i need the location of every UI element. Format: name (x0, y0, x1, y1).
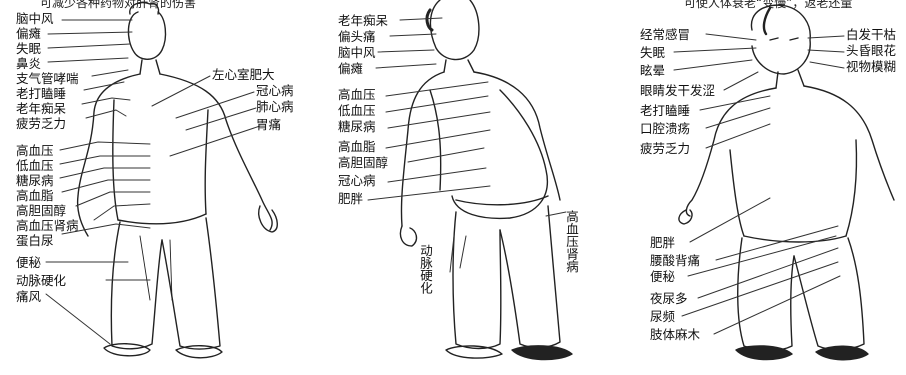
label-mid-arteriosclerosis: 动脉硬化 (418, 244, 433, 294)
label-insomnia: 失眠 (16, 41, 42, 56)
label-hyperlipidemia: 高血脂 (16, 188, 54, 203)
label-mid-stroke: 脑中风 (338, 45, 376, 60)
label-mid-hemiplegia: 偏瘫 (338, 61, 364, 76)
label-drowsy: 老打瞌睡 (16, 86, 67, 101)
label-limb-numbness: 肢体麻木 (650, 327, 701, 342)
label-mid-hypotension: 低血压 (338, 103, 376, 118)
label-right-constipation: 便秘 (650, 269, 676, 284)
label-hypotension: 低血压 (16, 158, 54, 173)
label-mid-cholesterol: 高胆固醇 (338, 155, 389, 170)
label-dry-eyes: 眼睛发干发涩 (640, 83, 716, 98)
label-backache: 腰酸背痛 (650, 253, 701, 268)
label-arteriosclerosis: 动脉硬化 (16, 273, 67, 288)
label-frequent-urination: 尿频 (650, 309, 676, 324)
label-dim-eyes: 头昏眼花 (846, 43, 897, 58)
label-gout: 痛风 (16, 289, 42, 304)
label-lvh: 左心室肥大 (212, 67, 275, 82)
label-stroke: 脑中风 (16, 11, 54, 26)
label-mid-obesity: 肥胖 (338, 191, 364, 206)
label-mid-hyperlipidemia: 高血脂 (338, 139, 376, 154)
label-dizziness: 眩晕 (640, 63, 666, 78)
label-cholesterol: 高胆固醇 (16, 203, 67, 218)
label-hypertension: 高血压 (16, 143, 54, 158)
label-diabetes: 糖尿病 (16, 173, 54, 188)
label-cor-pulmonale: 肺心病 (256, 99, 294, 114)
label-hypertensive-nephro: 高血压肾病 (16, 218, 79, 233)
label-hemiplegia: 偏瘫 (16, 26, 42, 41)
label-dry-white-hair: 白发干枯 (846, 27, 897, 42)
label-constipation: 便秘 (16, 255, 42, 270)
left-figure (76, 1, 278, 359)
label-fatigue: 疲劳乏力 (16, 116, 67, 131)
middle-leaders (367, 17, 567, 273)
label-mid-dementia: 老年痴呆 (338, 13, 389, 28)
label-nocturia: 夜尿多 (650, 291, 688, 306)
label-asthma: 支气管哮喘 (16, 71, 79, 86)
label-migraine: 偏头痛 (338, 29, 376, 44)
label-frequent-cold: 经常感冒 (640, 27, 691, 42)
caption-left: 可减少各种药物对肝肾的伤害 (40, 0, 197, 10)
label-right-fatigue: 疲劳乏力 (640, 141, 691, 156)
label-mid-chd: 冠心病 (338, 173, 376, 188)
label-chd: 冠心病 (256, 83, 294, 98)
label-blurred-vision: 视物模糊 (846, 59, 897, 74)
label-right-insomnia: 失眠 (640, 45, 666, 60)
right-leaders (673, 33, 845, 335)
label-rhinitis: 鼻炎 (16, 56, 42, 71)
label-mid-hypertensive-nephro: 高血压肾病 (564, 210, 579, 273)
label-stomachache: 胃痛 (256, 117, 282, 132)
label-mid-hypertension: 高血压 (338, 87, 376, 102)
label-dementia: 老年痴呆 (16, 101, 67, 116)
caption-right: 可使人体衰老“变慢”，返老还童 (684, 0, 853, 10)
label-mouth-ulcer: 口腔溃疡 (640, 121, 691, 136)
label-right-drowsy: 老打瞌睡 (640, 103, 691, 118)
left-leaders (45, 19, 261, 345)
middle-figure (399, 0, 573, 361)
label-proteinuria: 蛋白尿 (16, 233, 54, 248)
label-right-obesity: 肥胖 (650, 235, 676, 250)
label-mid-diabetes: 糖尿病 (338, 119, 376, 134)
right-figure (678, 4, 895, 361)
